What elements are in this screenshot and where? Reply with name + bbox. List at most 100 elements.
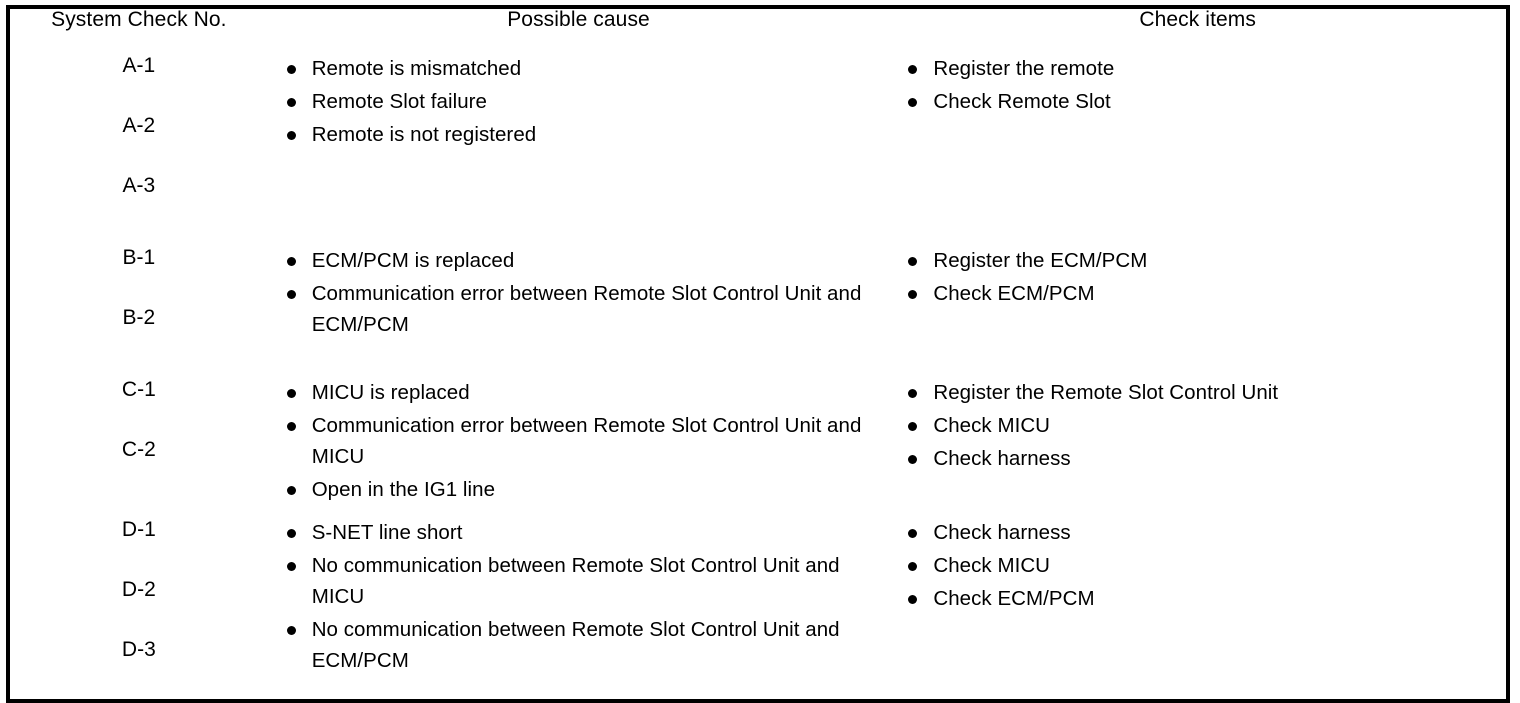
list-item-label: Register the ECM/PCM xyxy=(933,249,1148,272)
list-item-label: Remote Slot failure xyxy=(311,90,487,113)
table-row: C-1 C-2 MICU is replaced Communication e… xyxy=(8,367,1508,507)
bullet-icon xyxy=(908,562,918,571)
list-item: No communication between Remote Slot Con… xyxy=(286,614,864,676)
list-item-label: Remote is not registered xyxy=(311,123,537,146)
check-number-list: C-1 C-2 xyxy=(10,379,268,460)
list-item-label: Check Remote Slot xyxy=(933,90,1111,113)
column-header-system-check-no-label: System Check No. xyxy=(51,8,227,31)
bullet-icon xyxy=(286,422,296,431)
check-number-list: B-1 B-2 xyxy=(10,247,268,328)
cell-check-items: Register the Remote Slot Control Unit Ch… xyxy=(889,367,1508,507)
possible-cause-list: Remote is mismatched Remote Slot failure… xyxy=(268,43,890,150)
list-item: No communication between Remote Slot Con… xyxy=(286,550,864,612)
list-item: S-NET line short xyxy=(286,517,864,548)
bullet-icon xyxy=(286,131,296,140)
document-page: System Check No. Possible cause Check it… xyxy=(6,5,1510,703)
list-item: Check MICU xyxy=(907,410,1488,441)
list-item-label: ECM/PCM is replaced xyxy=(311,249,515,272)
column-header-system-check-no: System Check No. xyxy=(8,7,268,43)
check-number: A-2 xyxy=(122,114,156,137)
bullet-icon xyxy=(286,290,296,299)
list-item-label: Check harness xyxy=(933,447,1071,470)
check-number: B-2 xyxy=(122,306,156,329)
bullet-icon xyxy=(286,98,296,107)
cell-system-check-no: D-1 D-2 D-3 xyxy=(8,507,268,701)
bullet-icon xyxy=(286,65,296,74)
list-item: Register the ECM/PCM xyxy=(907,245,1488,276)
bullet-icon xyxy=(908,65,918,74)
bullet-icon xyxy=(908,290,918,299)
list-item-label: Check ECM/PCM xyxy=(933,587,1095,610)
cell-possible-cause: MICU is replaced Communication error bet… xyxy=(267,367,890,507)
bullet-icon xyxy=(286,529,296,538)
bullet-icon xyxy=(908,98,918,107)
list-item: Open in the IG1 line xyxy=(286,474,864,505)
table-body: A-1 A-2 A-3 Remote is mismatched Remote xyxy=(8,43,1508,701)
list-item-label: Communication error between Remote Slot … xyxy=(311,414,862,468)
bullet-icon xyxy=(908,595,918,604)
list-item: Remote is mismatched xyxy=(286,53,864,84)
check-number: A-1 xyxy=(122,54,156,77)
bullet-icon xyxy=(286,257,296,266)
cell-check-items: Register the ECM/PCM Check ECM/PCM xyxy=(889,235,1508,367)
bullet-icon xyxy=(286,562,296,571)
cell-possible-cause: S-NET line short No communication betwee… xyxy=(267,507,890,701)
column-header-possible-cause-label: Possible cause xyxy=(507,8,650,31)
check-items-list: Register the remote Check Remote Slot xyxy=(889,43,1506,117)
list-item: Check ECM/PCM xyxy=(907,583,1488,614)
table-row: B-1 B-2 ECM/PCM is replaced Communicatio… xyxy=(8,235,1508,367)
list-item-label: Check harness xyxy=(933,521,1071,544)
header-row: System Check No. Possible cause Check it… xyxy=(8,7,1508,43)
check-number: D-2 xyxy=(121,578,156,601)
list-item: Communication error between Remote Slot … xyxy=(286,410,864,472)
list-item: Check harness xyxy=(907,517,1488,548)
list-item: Check Remote Slot xyxy=(907,86,1488,117)
check-number: C-1 xyxy=(121,378,156,401)
list-item-label: No communication between Remote Slot Con… xyxy=(311,618,840,672)
list-item-label: Open in the IG1 line xyxy=(311,478,496,501)
cell-system-check-no: A-1 A-2 A-3 xyxy=(8,43,268,235)
bullet-icon xyxy=(286,486,296,495)
cell-check-items: Check harness Check MICU Check ECM/PCM xyxy=(889,507,1508,701)
cell-system-check-no: C-1 C-2 xyxy=(8,367,268,507)
list-item: Remote Slot failure xyxy=(286,86,864,117)
list-item-label: Register the remote xyxy=(933,57,1115,80)
check-number: D-3 xyxy=(121,638,156,661)
check-items-list: Register the Remote Slot Control Unit Ch… xyxy=(889,367,1506,474)
cell-possible-cause: ECM/PCM is replaced Communication error … xyxy=(267,235,890,367)
column-header-check-items: Check items xyxy=(889,7,1508,43)
check-number: A-3 xyxy=(122,174,156,197)
cell-system-check-no: B-1 B-2 xyxy=(8,235,268,367)
list-item: Check ECM/PCM xyxy=(907,278,1488,309)
check-number-list: D-1 D-2 D-3 xyxy=(10,519,268,660)
list-item-label: Remote is mismatched xyxy=(311,57,522,80)
check-number-list: A-1 A-2 A-3 xyxy=(10,55,268,196)
list-item: Check harness xyxy=(907,443,1488,474)
list-item-label: Communication error between Remote Slot … xyxy=(311,282,862,336)
bullet-icon xyxy=(908,389,918,398)
list-item-label: S-NET line short xyxy=(311,521,463,544)
bullet-icon xyxy=(286,626,296,635)
possible-cause-list: ECM/PCM is replaced Communication error … xyxy=(268,235,890,340)
table-row: A-1 A-2 A-3 Remote is mismatched Remote xyxy=(8,43,1508,235)
list-item: ECM/PCM is replaced xyxy=(286,245,864,276)
list-item: MICU is replaced xyxy=(286,377,864,408)
bullet-icon xyxy=(908,422,918,431)
bullet-icon xyxy=(908,529,918,538)
cell-check-items: Register the remote Check Remote Slot xyxy=(889,43,1508,235)
bullet-icon xyxy=(908,257,918,266)
list-item-label: MICU is replaced xyxy=(311,381,470,404)
check-items-list: Register the ECM/PCM Check ECM/PCM xyxy=(889,235,1506,309)
check-number: B-1 xyxy=(122,246,156,269)
check-items-list: Check harness Check MICU Check ECM/PCM xyxy=(889,507,1506,614)
system-check-table: System Check No. Possible cause Check it… xyxy=(6,5,1510,703)
table-header: System Check No. Possible cause Check it… xyxy=(8,7,1508,43)
list-item-label: No communication between Remote Slot Con… xyxy=(311,554,840,608)
bullet-icon xyxy=(286,389,296,398)
list-item-label: Check MICU xyxy=(933,414,1051,437)
list-item: Check MICU xyxy=(907,550,1488,581)
list-item-label: Register the Remote Slot Control Unit xyxy=(933,381,1279,404)
list-item-label: Check MICU xyxy=(933,554,1051,577)
bullet-icon xyxy=(908,455,918,464)
column-header-check-items-label: Check items xyxy=(1139,8,1256,31)
